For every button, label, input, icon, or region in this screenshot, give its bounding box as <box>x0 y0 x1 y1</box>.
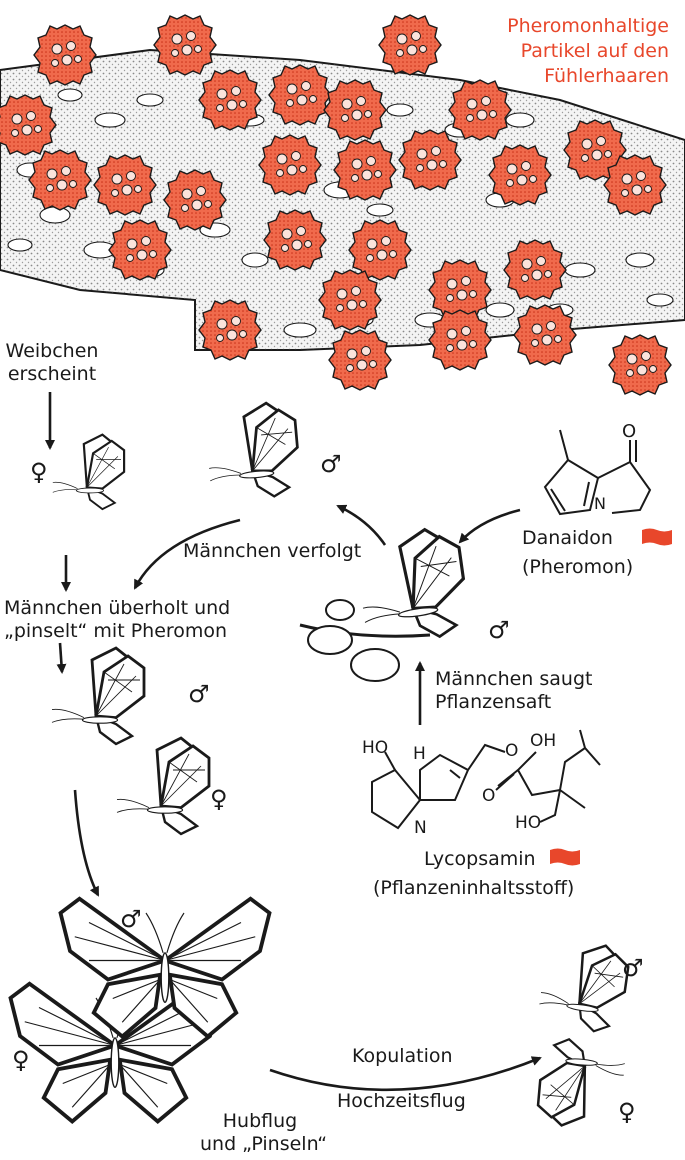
lycopsamin-atom-O-ester: O <box>505 741 519 761</box>
label-male-sucks-sap: Männchen saugt Pflanzensaft <box>435 668 592 714</box>
label-female-appears: Weibchen erscheint <box>2 340 102 386</box>
lycopsamin-atom-H: H <box>413 744 426 764</box>
label-female-appears-line-1: Weibchen <box>5 340 99 362</box>
danaidon-flag-icon <box>642 528 672 546</box>
male-symbol-icon: ♂ <box>622 954 644 982</box>
caption-pheromone-particles: Pheromonhaltige Partikel auf den Fühlerh… <box>507 14 669 89</box>
label-lycopsamin-role: (Pflanzeninhaltsstoff) <box>373 877 575 899</box>
male-butterfly-following <box>202 399 303 504</box>
label-danaidon: Danaidon <box>522 527 613 549</box>
caption-line-3: Fühlerhaaren <box>544 65 669 87</box>
label-male-sucks-line-1: Männchen saugt <box>435 668 593 690</box>
label-male-sucks-line-2: Pflanzensaft <box>435 691 552 713</box>
lycopsamin-atom-O-carbonyl: O <box>482 786 496 806</box>
lycopsamin-atom-HO-2: HO <box>515 813 542 833</box>
label-male-overtakes-line-1: Männchen überholt und <box>4 597 231 619</box>
label-lycopsamin: Lycopsamin <box>424 848 536 870</box>
lycopsamin-structure <box>371 729 601 830</box>
male-symbol-icon: ♂ <box>120 905 142 933</box>
label-female-appears-line-2: erscheint <box>7 363 97 385</box>
male-symbol-icon: ♂ <box>320 450 342 478</box>
danaidon-atom-O: O <box>622 421 637 442</box>
lycopsamin-atom-OH: OH <box>530 731 557 751</box>
female-butterfly-arriving <box>51 433 126 511</box>
label-wedding-flight: Hochzeitsflug <box>337 1090 466 1112</box>
danaidon-atom-N: N <box>594 494 606 513</box>
male-butterfly-feeding <box>351 523 473 649</box>
female-symbol-icon: ♀ <box>618 1098 636 1126</box>
label-male-overtakes: Männchen überholt und „pinselt“ mit Pher… <box>4 597 230 643</box>
label-copulation: Kopulation <box>352 1045 453 1067</box>
lycopsamin-atom-N: N <box>414 818 427 838</box>
label-hover-line-2: und „Pinseln“ <box>200 1133 328 1155</box>
plant-branch <box>299 599 431 682</box>
label-hover-flight: Hubflug und „Pinseln“ <box>200 1110 328 1156</box>
flow-arrows <box>45 392 542 1092</box>
butterfly-pair-copulating <box>535 936 632 1132</box>
lycopsamin-atom-HO: HO <box>362 738 389 758</box>
label-danaidon-role: (Pheromon) <box>522 556 634 578</box>
danaidon-structure <box>543 429 652 516</box>
female-symbol-icon: ♀ <box>12 1046 30 1074</box>
label-male-follows: Männchen verfolgt <box>183 540 362 562</box>
male-symbol-icon: ♂ <box>188 680 210 708</box>
label-hover-line-1: Hubflug <box>222 1110 298 1132</box>
male-symbol-icon: ♂ <box>488 616 510 644</box>
label-male-overtakes-line-2: „pinselt“ mit Pheromon <box>4 620 228 642</box>
lycopsamin-flag-icon <box>550 848 580 866</box>
female-symbol-icon: ♀ <box>210 785 228 813</box>
antenna-hair-illustration <box>0 14 685 396</box>
caption-line-1: Pheromonhaltige <box>507 15 669 37</box>
caption-line-2: Partikel auf den <box>520 40 669 62</box>
female-symbol-icon: ♀ <box>30 458 48 486</box>
